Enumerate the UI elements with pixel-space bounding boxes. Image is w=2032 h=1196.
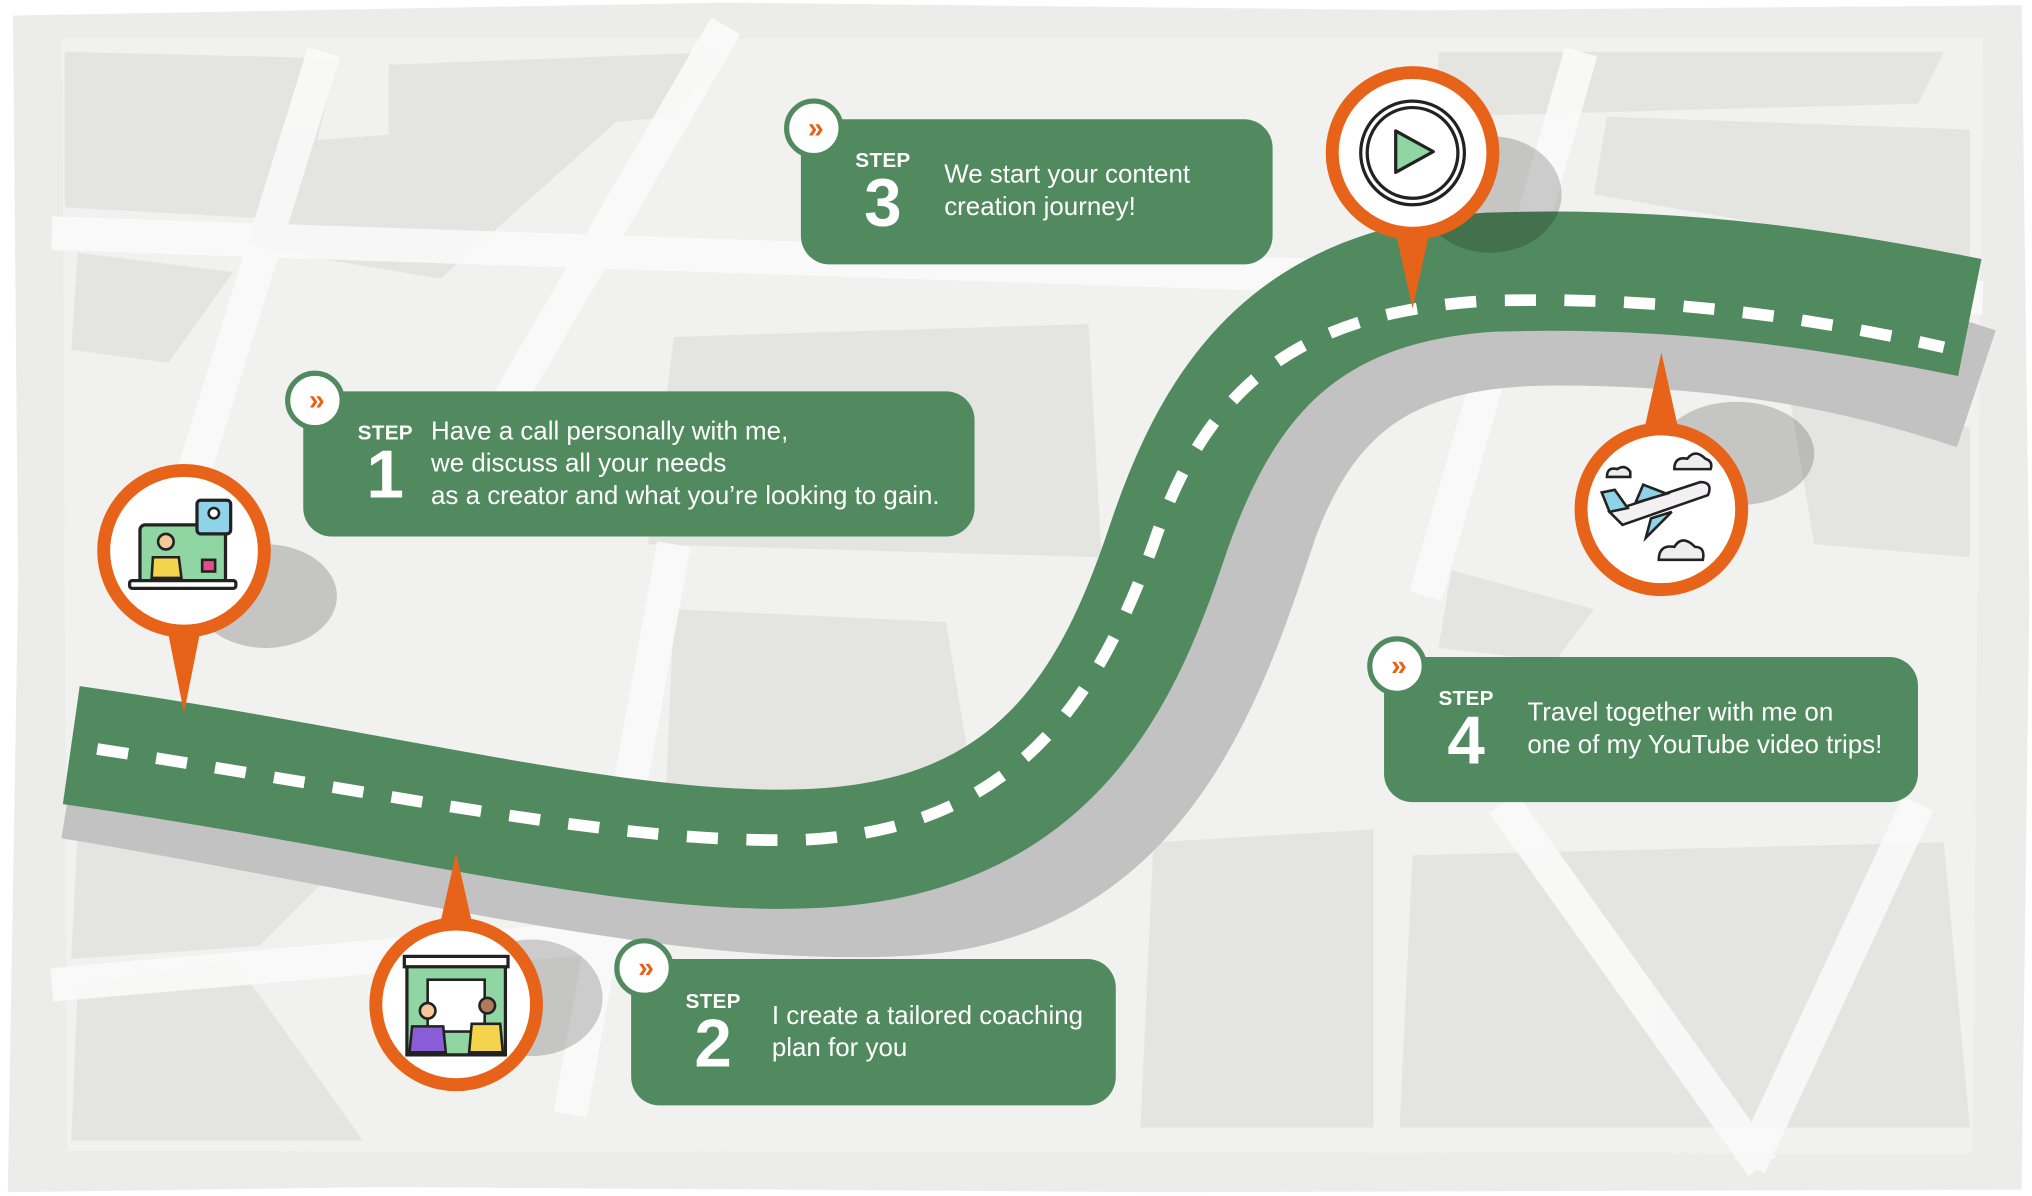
road-center-dashes xyxy=(96,294,1946,846)
step-number: 1 xyxy=(366,438,405,514)
coaching-presentation-icon xyxy=(402,954,510,1057)
step-description: I create a tailored coaching plan for yo… xyxy=(771,1001,1084,1063)
step-label: STEP xyxy=(357,422,413,445)
pin-step-2 xyxy=(369,852,543,1092)
step-number: 2 xyxy=(694,1006,732,1082)
chevron-right-double-icon: » xyxy=(1367,636,1427,696)
pin-step-1 xyxy=(97,463,271,713)
step-label: STEP xyxy=(685,990,741,1013)
chevron-right-double-icon: » xyxy=(784,98,844,159)
step-description: Travel together with me on one of my You… xyxy=(1527,698,1883,760)
road xyxy=(62,211,1982,909)
video-call-icon xyxy=(127,498,238,590)
pin-step-3 xyxy=(1325,66,1500,309)
pin-step-4 xyxy=(1574,352,1749,597)
step-label: STEP xyxy=(1438,688,1494,711)
chevron-right-double-icon: » xyxy=(614,938,674,998)
airplane-icon xyxy=(1599,452,1713,562)
step-number: 3 xyxy=(864,165,902,242)
step-description: Have a call personally with me, we discu… xyxy=(431,416,940,510)
step-description: We start your content creation journey! xyxy=(944,160,1191,222)
step-label: STEP xyxy=(855,150,911,173)
play-button-icon xyxy=(1359,99,1467,207)
chevron-right-double-icon: » xyxy=(285,370,345,431)
step-number: 4 xyxy=(1447,703,1485,779)
